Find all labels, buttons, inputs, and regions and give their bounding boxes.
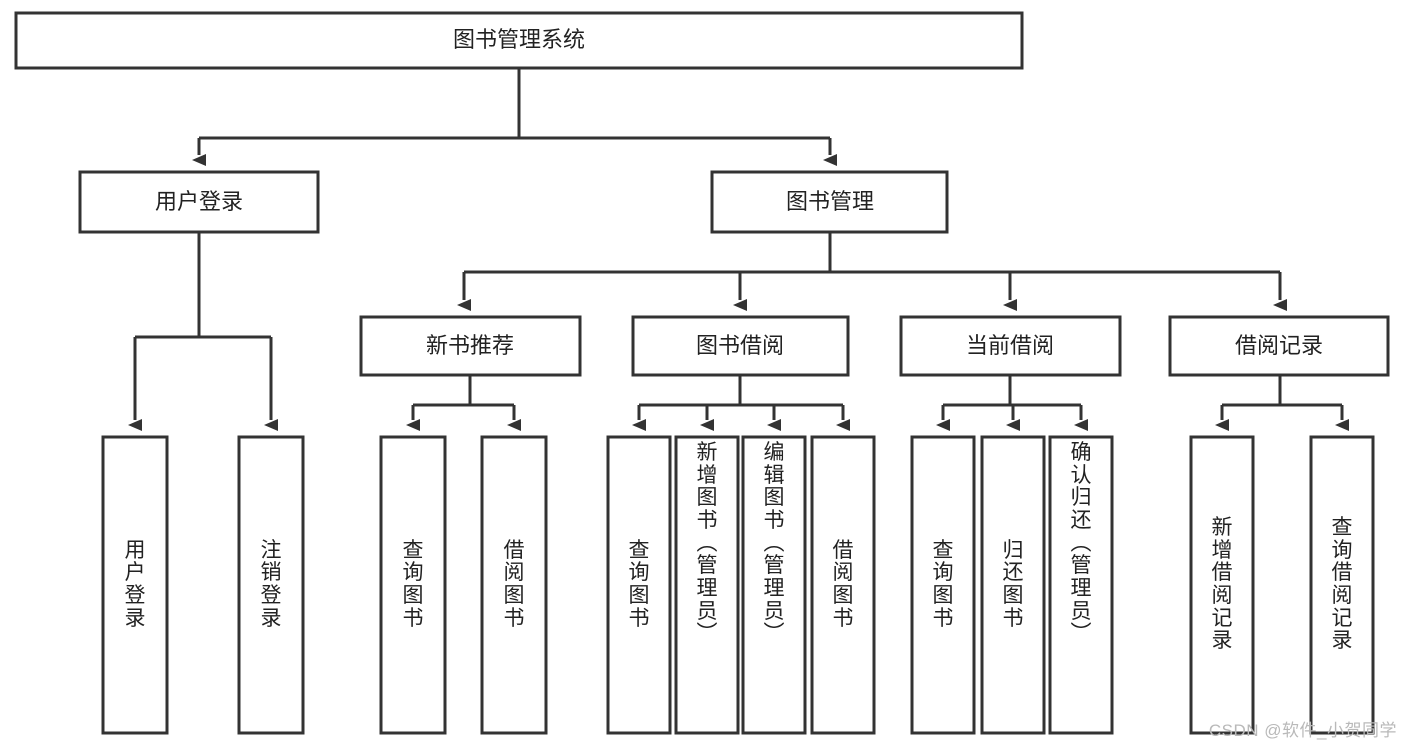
node-user-login-label: 用户登录 <box>155 189 243 214</box>
node-leaf-query-borrow-record[interactable] <box>1309 435 1375 735</box>
node-leaf-edit-book-admin[interactable] <box>741 435 807 735</box>
node-borrow-record-label: 借阅记录 <box>1235 333 1323 358</box>
node-leaf-confirm-return-admin[interactable] <box>1048 435 1114 735</box>
csdn-watermark: CSDN @软件_小贺同学 <box>1208 721 1397 740</box>
node-user-login[interactable] <box>78 170 320 234</box>
connector-layer <box>128 68 1349 431</box>
node-leaf-return-book[interactable] <box>980 435 1046 735</box>
node-current-borrow[interactable] <box>899 315 1122 377</box>
node-root-system-label: 图书管理系统 <box>453 27 585 52</box>
node-leaf-user-login[interactable] <box>101 435 169 735</box>
node-leaf-add-borrow-record[interactable] <box>1189 435 1255 735</box>
node-leaf-query-book-nbr[interactable] <box>379 435 447 735</box>
node-leaf-query-book-bb[interactable] <box>606 435 672 735</box>
node-leaf-query-book-cb[interactable] <box>910 435 976 735</box>
node-book-borrow-label: 图书借阅 <box>696 333 784 358</box>
node-current-borrow-label: 当前借阅 <box>966 333 1054 358</box>
node-leaf-add-book-admin[interactable] <box>674 435 740 735</box>
node-book-management[interactable] <box>710 170 949 234</box>
node-leaf-borrow-book-nbr[interactable] <box>480 435 548 735</box>
node-root-system[interactable] <box>14 11 1024 70</box>
node-book-borrow[interactable] <box>631 315 850 377</box>
node-leaf-user-logout[interactable] <box>237 435 305 735</box>
node-new-book-recommend[interactable] <box>359 315 582 377</box>
node-book-management-label: 图书管理 <box>786 189 874 214</box>
node-leaf-borrow-book-bb[interactable] <box>810 435 876 735</box>
node-new-book-recommend-label: 新书推荐 <box>426 333 514 358</box>
node-borrow-record[interactable] <box>1168 315 1390 377</box>
